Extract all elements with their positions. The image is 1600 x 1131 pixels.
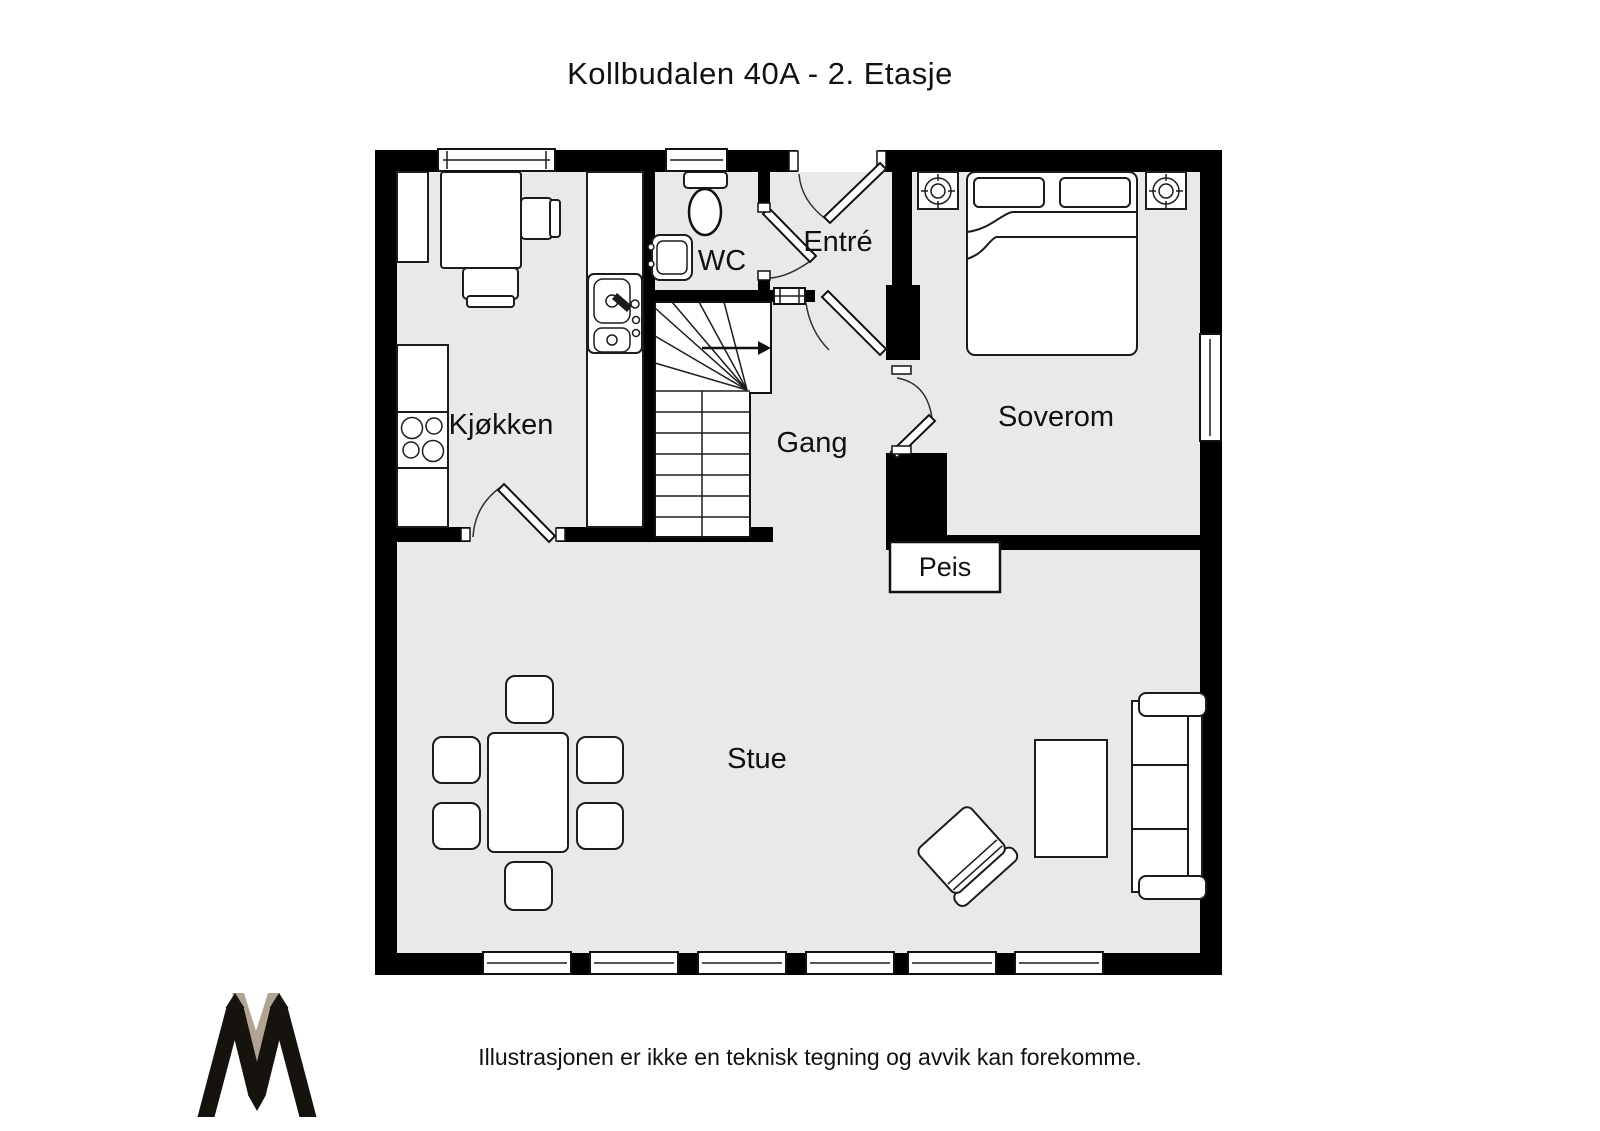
pillow	[1059, 177, 1131, 208]
faucet-knob	[631, 315, 641, 325]
windows	[437, 148, 1222, 975]
wall-left	[375, 150, 397, 975]
vm-logo	[197, 993, 317, 1117]
wall-bottom	[375, 953, 1222, 975]
kitchen-chair-bottom	[462, 267, 519, 300]
dining-chair	[432, 736, 481, 784]
kitchen-chair-right	[520, 197, 553, 240]
nightstand-left	[917, 171, 959, 210]
wall-kitchen-bottom-left	[397, 527, 470, 542]
chimney-block	[886, 285, 920, 360]
dining-chair	[505, 675, 554, 724]
room-label-peis: Peis	[919, 552, 972, 582]
sink-drain	[606, 334, 618, 346]
dining-chair	[576, 802, 624, 850]
coffee-table	[1034, 739, 1108, 858]
door-post	[891, 445, 912, 455]
dining-chair	[432, 802, 481, 850]
entrance-gap	[797, 150, 878, 172]
faucet-tap	[612, 293, 632, 312]
livingroom-furniture	[432, 675, 1207, 911]
entrance-door	[798, 161, 888, 225]
sofa-back	[1187, 699, 1203, 894]
gang-door	[805, 289, 888, 357]
kitchen-furniture	[396, 171, 644, 528]
room-label-entre: Entré	[803, 226, 872, 258]
kitchen-chair-bottom-back	[466, 295, 515, 308]
kitchen-table	[440, 171, 522, 269]
window-kitchen-top	[437, 148, 556, 172]
window-soverom-right	[1199, 333, 1222, 442]
window-wc-top	[665, 148, 728, 172]
kitchen-counter-top-left	[396, 171, 429, 263]
wall-right	[1200, 150, 1222, 975]
armchair	[917, 806, 1019, 907]
doors	[460, 161, 937, 544]
lamp-icon	[1158, 183, 1174, 199]
sofa-armrest	[1138, 692, 1207, 717]
stair-treads	[655, 391, 750, 537]
sofa-seat	[1131, 700, 1191, 893]
dining-chair	[504, 861, 553, 911]
stair-winder-lines	[654, 301, 750, 392]
armchair-seat	[917, 806, 1006, 894]
toilet-bowl	[687, 187, 723, 237]
toilet-tank	[683, 171, 728, 189]
door-post	[757, 270, 771, 281]
kitchen-door	[460, 482, 566, 544]
room-labels: Kjøkken WC Entré Gang Soverom Stue	[449, 226, 1114, 775]
faucet-knob	[631, 328, 641, 338]
pillow	[973, 177, 1045, 208]
bedroom-furniture	[917, 171, 1187, 356]
door-post	[788, 150, 799, 172]
staircase	[654, 301, 772, 538]
faucet-knob	[647, 243, 655, 251]
stair-direction-arrow	[702, 341, 771, 355]
dining-table	[487, 732, 569, 853]
wall-entre-gang-left	[758, 290, 775, 302]
wall-kitchen-right	[643, 172, 655, 532]
stair-outline	[654, 301, 772, 538]
burner-icon	[425, 417, 443, 435]
faucet-knob	[647, 260, 655, 268]
sofa	[1131, 692, 1207, 900]
sofa-armrest	[1138, 875, 1207, 900]
page-title: Kollbudalen 40A - 2. Etasje	[567, 56, 953, 91]
room-label-stue: Stue	[727, 743, 787, 775]
kitchen-sink	[587, 273, 643, 354]
soverom-door	[889, 365, 937, 460]
nightstand-right	[1145, 171, 1187, 210]
windows-stue-bottom	[482, 951, 1104, 975]
double-bed	[966, 171, 1138, 356]
faucet-knob	[630, 299, 640, 309]
door-post	[757, 202, 771, 213]
wc-fixtures	[647, 171, 728, 281]
wc-sink-basin	[656, 240, 688, 275]
peis-label-box: Peis	[888, 540, 1002, 594]
door-post	[460, 527, 471, 542]
fireplace-block	[886, 453, 947, 538]
room-label-kjokken: Kjøkken	[449, 409, 554, 441]
burner-icon	[400, 416, 424, 440]
logo-m-shape	[197, 993, 317, 1117]
wall-wc-entre-post-top	[758, 150, 770, 212]
door-post	[891, 365, 912, 375]
wc-door	[757, 202, 818, 281]
interior-window-entre-gang	[773, 287, 806, 305]
burner-icon	[421, 439, 445, 463]
entrance-opening	[788, 150, 887, 172]
wall-wc-bottom	[643, 290, 770, 302]
dining-chair	[576, 736, 624, 784]
room-label-wc: WC	[698, 245, 746, 277]
blanket-fold	[966, 211, 1137, 260]
kitchen-chair-right-back	[549, 199, 561, 238]
room-label-soverom: Soverom	[998, 401, 1114, 433]
room-label-gang: Gang	[777, 427, 848, 459]
wall-soverom-left	[892, 172, 912, 290]
lamp-icon	[930, 183, 946, 199]
disclaimer-text: Illustrasjonen er ikke en teknisk tegnin…	[478, 1044, 1142, 1070]
door-post	[555, 527, 566, 542]
burner-icon	[402, 441, 420, 459]
